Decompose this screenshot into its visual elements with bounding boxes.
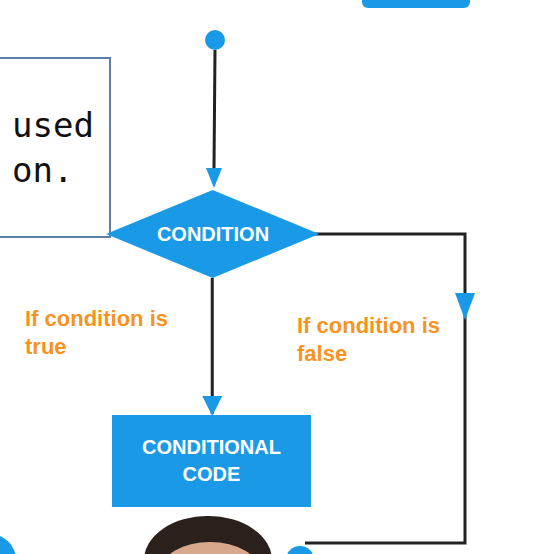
header-tab xyxy=(362,0,470,8)
branch-label: If condition is true xyxy=(25,305,175,360)
node-text: CONDITIONAL CODE xyxy=(134,434,289,488)
note-box: used on. xyxy=(0,57,111,238)
decor-circle xyxy=(286,546,314,554)
entry-line xyxy=(214,50,215,168)
entry-arrowhead xyxy=(206,168,222,188)
process-box: CONDITIONAL CODE xyxy=(112,415,311,507)
false-arrowhead xyxy=(455,293,475,320)
decision-diamond: CONDITION xyxy=(106,190,319,278)
flow-arrow xyxy=(211,278,214,414)
presenter-face xyxy=(160,542,260,554)
start-dot xyxy=(205,30,225,50)
decor-circle xyxy=(0,534,16,554)
false-branch-line xyxy=(305,234,465,543)
presenter-hair xyxy=(144,516,272,554)
node-text: CONDITION xyxy=(157,222,269,246)
node-text: used on. xyxy=(12,103,105,191)
diamond-fill xyxy=(106,190,319,278)
branch-label: If condition is false xyxy=(297,312,447,367)
